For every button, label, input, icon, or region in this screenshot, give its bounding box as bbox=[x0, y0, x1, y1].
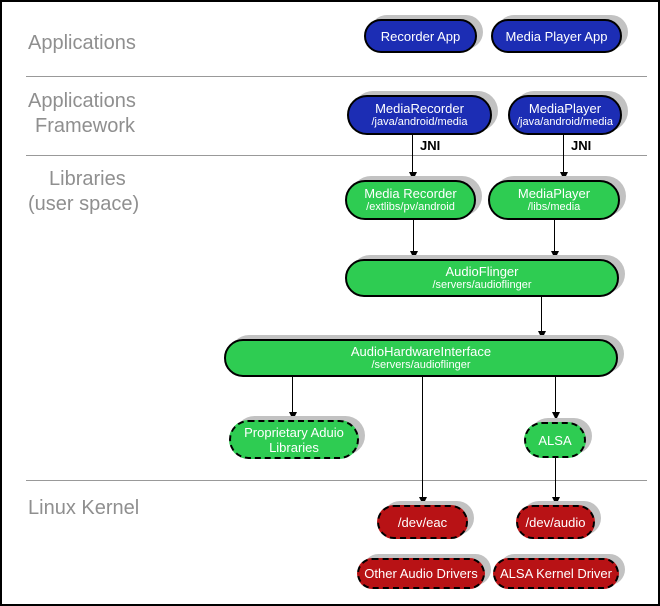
layer-label-line: Linux Kernel bbox=[28, 497, 140, 519]
node-mediaplayer-library: MediaPlayer /libs/media bbox=[488, 180, 620, 220]
node-title: MediaPlayer bbox=[517, 186, 591, 201]
node-title: ALSA bbox=[538, 432, 572, 448]
node-mediaplayer-framework: MediaPlayer /java/android/media bbox=[508, 95, 622, 135]
node-other-audio-drivers: Other Audio Drivers bbox=[357, 558, 485, 589]
arrow-mediarecorder-lib-to-audioflinger bbox=[409, 220, 418, 259]
arrow-ahi-to-alsa bbox=[551, 377, 560, 420]
jni-label-player: JNI bbox=[571, 138, 592, 153]
layer-label-line: (user space) bbox=[28, 193, 140, 215]
node-dev-audio: /dev/audio bbox=[516, 505, 595, 539]
node-title: Media Recorder bbox=[364, 186, 457, 201]
layer-label-linux-kernel: Linux Kernel bbox=[28, 496, 139, 521]
arrow-mediarecorder-fw-to-lib bbox=[408, 135, 417, 180]
node-title: /dev/audio bbox=[525, 514, 586, 530]
node-recorder-app: Recorder App bbox=[364, 19, 477, 53]
node-dev-eac: /dev/eac bbox=[377, 505, 468, 539]
node-subtitle: /java/android/media bbox=[371, 116, 468, 128]
arrow-ahi-to-dev-eac bbox=[418, 377, 427, 505]
layer-label-line: Libraries bbox=[49, 168, 126, 190]
node-subtitle: /java/android/media bbox=[516, 116, 613, 128]
divider-linux-kernel bbox=[26, 480, 647, 481]
node-title: AudioHardwareInterface bbox=[350, 344, 492, 359]
node-media-recorder-library: Media Recorder /extlibs/pv/android bbox=[345, 180, 476, 220]
layer-label-libraries: Libraries (user space) bbox=[28, 167, 139, 217]
node-title: MediaPlayer bbox=[528, 101, 602, 116]
node-subtitle: /servers/audioflinger bbox=[371, 359, 471, 371]
node-title: Proprietary Aduio Libraries bbox=[244, 424, 344, 455]
layer-label-applications: Applications bbox=[28, 31, 136, 56]
node-proprietary-audio-libraries: Proprietary Aduio Libraries bbox=[229, 420, 359, 459]
node-title: Recorder App bbox=[380, 28, 461, 44]
node-audiohardwareinterface: AudioHardwareInterface /servers/audiofli… bbox=[224, 339, 618, 377]
layer-label-applications-framework: Applications Framework bbox=[28, 89, 136, 139]
layer-label-line: Framework bbox=[35, 115, 136, 137]
node-title: MediaRecorder bbox=[375, 101, 464, 116]
layer-label-line: Applications bbox=[28, 32, 136, 54]
node-audioflinger: AudioFlinger /servers/audioflinger bbox=[345, 259, 619, 297]
node-alsa-kernel-driver: ALSA Kernel Driver bbox=[493, 558, 619, 589]
arrow-mediaplayer-fw-to-lib bbox=[559, 135, 568, 180]
node-mediarecorder-framework: MediaRecorder /java/android/media bbox=[347, 95, 492, 135]
divider-applications-framework bbox=[26, 76, 647, 77]
layer-label-line: Applications bbox=[28, 90, 136, 112]
node-alsa: ALSA bbox=[524, 422, 586, 458]
arrow-alsa-to-dev-audio bbox=[551, 457, 560, 505]
node-subtitle: /libs/media bbox=[527, 201, 581, 213]
node-title: Other Audio Drivers bbox=[364, 566, 478, 581]
node-title: Media Player App bbox=[505, 28, 608, 44]
node-media-player-app: Media Player App bbox=[491, 19, 622, 53]
arrow-ahi-to-proprietary-libs bbox=[288, 377, 297, 420]
arrow-audioflinger-to-audiohardwareinterface bbox=[537, 297, 546, 339]
jni-label-recorder: JNI bbox=[420, 138, 441, 153]
node-title: /dev/eac bbox=[397, 514, 448, 530]
node-subtitle: /extlibs/pv/android bbox=[366, 201, 455, 213]
divider-libraries bbox=[26, 155, 647, 156]
arrow-mediaplayer-lib-to-audioflinger bbox=[550, 220, 559, 259]
node-title: ALSA Kernel Driver bbox=[500, 566, 612, 581]
node-title: AudioFlinger bbox=[445, 264, 519, 279]
node-subtitle: /servers/audioflinger bbox=[432, 279, 532, 291]
